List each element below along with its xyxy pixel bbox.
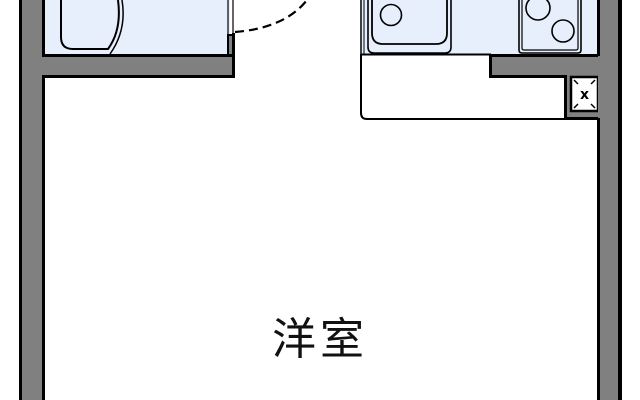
kitchen-counter-outline — [360, 53, 566, 120]
kitchen-rear-wall — [489, 54, 600, 78]
burner-icon — [551, 19, 575, 43]
bathtub — [60, 0, 124, 55]
door-swing-arc — [234, 0, 308, 34]
burner-icon — [525, 0, 551, 21]
left-wall — [19, 0, 45, 400]
shaft-symbol: x — [580, 87, 589, 103]
kitchen-left-edge — [360, 0, 365, 54]
pipe-shaft: x — [564, 75, 600, 120]
shaft-x-icon — [573, 79, 596, 109]
door-frame — [227, 0, 235, 56]
stove — [518, 0, 582, 54]
sink — [367, 0, 452, 54]
room-label-western-room: 洋室 — [272, 314, 368, 365]
right-wall — [597, 0, 622, 400]
drain-icon — [379, 3, 403, 27]
